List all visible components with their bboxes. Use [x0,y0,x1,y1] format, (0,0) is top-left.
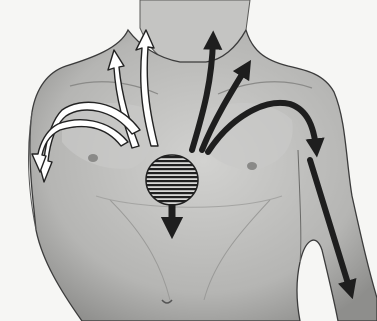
right-nipple [247,162,257,170]
left-nipple [88,154,98,162]
heart-symbol [146,155,198,205]
